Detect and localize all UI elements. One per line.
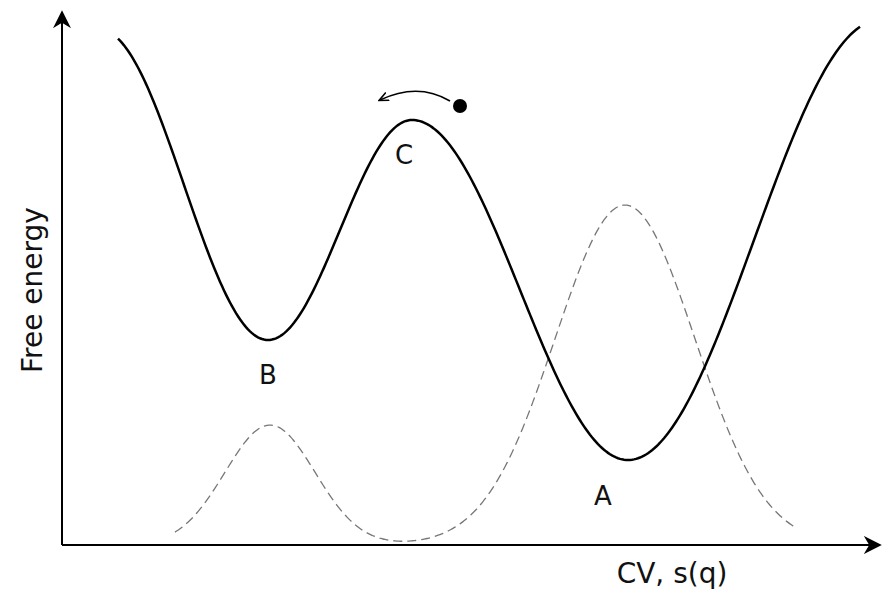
state-label: C (395, 142, 413, 168)
state-label: A (594, 483, 612, 509)
axis-title: Free energy (19, 207, 47, 373)
y-axis (61, 12, 63, 545)
state-label: B (259, 362, 277, 388)
system-dot (453, 99, 467, 113)
hop-arrow (380, 91, 450, 101)
x-axis (62, 544, 880, 546)
axis-title: CV, s(q) (617, 560, 728, 588)
free-energy-curve (118, 27, 860, 460)
